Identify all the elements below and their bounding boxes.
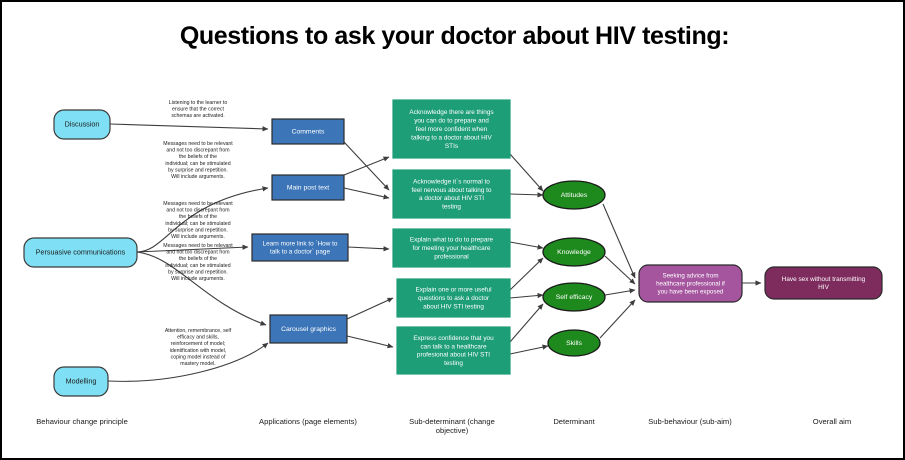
application-node-4[interactable]: Carousel graphics [269, 314, 348, 344]
edge-p2-to-ap2 [136, 186, 269, 253]
application-node-3-shape [251, 233, 349, 262]
application-node-4-shape [269, 314, 348, 344]
edge-ap4-to-sd4 [346, 297, 394, 320]
subdeterminant-node-1-shape [392, 99, 511, 159]
edge-ap2-to-sd1 [343, 156, 390, 176]
determinant-node-1[interactable]: Attitudes [542, 180, 606, 210]
determinant-node-3[interactable]: Self efficacy [542, 282, 606, 312]
subdeterminant-node-4-shape [396, 278, 511, 318]
application-node-2-label: Main post text [287, 184, 329, 191]
column-label-2: Applications (page elements) [259, 417, 357, 426]
principle-node-1[interactable]: Discussion [53, 109, 111, 140]
principle-node-1-label: Discussion [65, 119, 100, 128]
determinant-node-2-shape [542, 237, 606, 267]
column-label-4: Determinant [553, 417, 595, 426]
edges-layer [107, 123, 762, 382]
column-label-1: Behaviour change principle [36, 417, 128, 426]
edge-sd3-to-d2 [509, 241, 544, 250]
edge-ap4-to-sd5 [346, 335, 394, 349]
determinant-node-4-label: Skills [566, 340, 582, 347]
determinant-node-1-shape [542, 180, 606, 210]
application-node-2[interactable]: Main post text [271, 174, 345, 201]
determinant-node-4[interactable]: Skills [547, 329, 601, 357]
edge-d1-to-sb1 [602, 203, 636, 279]
determinant-node-4-shape [547, 329, 601, 357]
principle-node-2-shape [23, 237, 138, 268]
edge-sd5-to-d4 [509, 344, 549, 355]
edge-p2-to-ap3 [136, 244, 249, 253]
edge-sd2-to-d1 [509, 192, 544, 198]
edge-d3-to-sb1 [604, 288, 636, 296]
edge-sd1-to-d1 [509, 153, 544, 192]
principle-node-3[interactable]: Modelling [53, 366, 109, 397]
determinant-node-1-label: Attitudes [561, 192, 588, 199]
application-node-4-label: Carousel graphics [281, 326, 336, 333]
column-label-6: Overall aim [813, 417, 851, 426]
determinant-node-3-label: Self efficacy [556, 294, 593, 301]
application-node-1[interactable]: Comments [271, 118, 345, 145]
column-label-5: Sub-behaviour (sub-aim) [648, 417, 732, 426]
subbehaviour-node-1-shape [638, 264, 743, 303]
edge-d4-to-sb1 [599, 299, 636, 339]
edge-ap3-to-sd3 [347, 246, 390, 252]
principle-node-2-label: Persuasive communications [36, 247, 126, 256]
application-node-1-label: Comments [292, 128, 325, 135]
overallaim-node-1-shape [764, 266, 883, 300]
determinant-node-3-shape [542, 282, 606, 312]
page-title: Questions to ask your doctor about HIV t… [179, 22, 730, 50]
edge-d2-to-sb1 [604, 255, 636, 285]
principle-node-2[interactable]: Persuasive communications [23, 237, 138, 268]
edge-ap2-to-sd2 [343, 187, 390, 200]
determinant-node-2-label: Knowledge [557, 249, 591, 256]
principle-node-1-shape [53, 109, 111, 140]
application-node-1-shape [271, 118, 345, 145]
determinant-node-2[interactable]: Knowledge [542, 237, 606, 267]
edge-sd4-to-d3 [509, 292, 544, 299]
edge-sd4-to-d2 [509, 257, 544, 291]
subdeterminant-node-5-shape [396, 326, 511, 375]
application-node-2-shape [271, 174, 345, 201]
principle-node-3-shape [53, 366, 109, 397]
subdeterminant-node-3-shape [392, 228, 511, 268]
edge-p1-to-ap1 [109, 123, 269, 132]
subdeterminant-node-2-shape [392, 169, 511, 219]
principle-node-3-label: Modelling [66, 376, 97, 385]
edge-p2-to-ap4 [136, 251, 267, 326]
column-labels: Behaviour change principle Applications (… [36, 417, 851, 435]
edge-p3-to-ap4 [107, 342, 269, 382]
edge-sd5-to-d3 [509, 303, 544, 343]
